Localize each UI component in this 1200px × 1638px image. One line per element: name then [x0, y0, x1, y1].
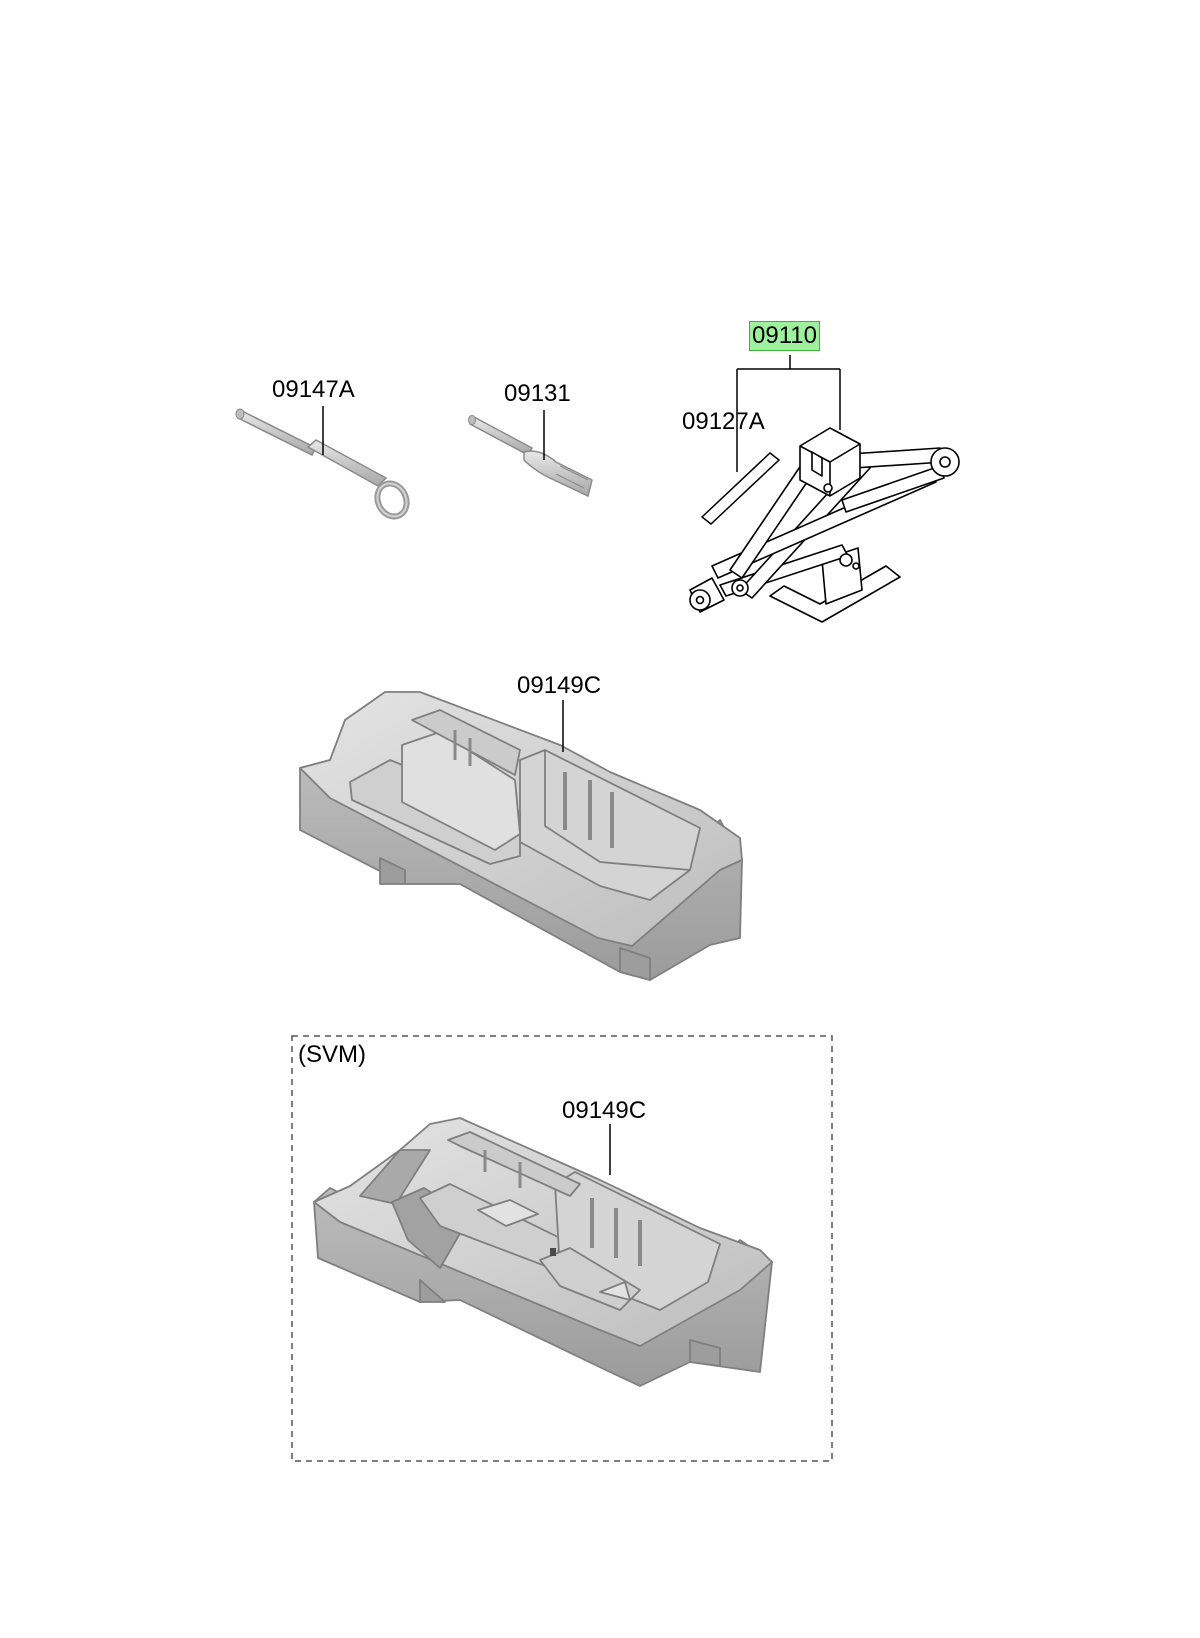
part-label-09149C-standard[interactable]: 09149C — [517, 672, 602, 699]
part-label-09147A[interactable]: 09147A — [272, 376, 355, 403]
svm-variant-box — [291, 1035, 833, 1462]
part-label-09110-highlighted[interactable]: 09110 — [749, 321, 820, 351]
jack-handle-illustration[interactable] — [700, 452, 781, 525]
svm-variant-label: (SVM) — [298, 1041, 366, 1068]
tow-hook-illustration[interactable] — [235, 408, 412, 521]
part-label-09149C-svm[interactable]: 09149C — [562, 1097, 647, 1124]
part-label-09127A[interactable]: 09127A — [682, 408, 765, 435]
wheel-wrench-illustration[interactable] — [468, 415, 593, 498]
scissor-jack-illustration[interactable] — [689, 427, 960, 623]
tool-tray-svm-illustration[interactable] — [313, 1117, 773, 1387]
tool-tray-standard-illustration[interactable] — [299, 691, 743, 981]
part-label-09131[interactable]: 09131 — [504, 380, 571, 407]
leader-bracket-09110 — [736, 355, 841, 472]
